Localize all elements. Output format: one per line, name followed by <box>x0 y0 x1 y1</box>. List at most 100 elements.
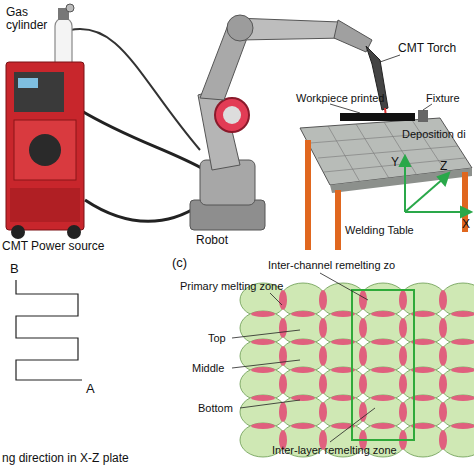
inter-channel-zone <box>319 346 327 366</box>
point-label: B <box>10 262 19 275</box>
position-label: Bottom <box>198 402 233 415</box>
inter-channel-zone <box>319 374 327 394</box>
unit-body <box>10 188 80 222</box>
inter-layer-zone <box>371 339 395 345</box>
bead <box>280 395 326 429</box>
part-label: CMT Torch <box>398 42 456 55</box>
wheel <box>11 225 25 239</box>
table-edge <box>330 168 472 193</box>
bead <box>320 339 366 373</box>
inter-channel-zone <box>399 346 407 366</box>
leader-line <box>423 104 432 110</box>
zone-label: Inter-channel remelting zo <box>268 259 395 272</box>
part-label: Welding Table <box>345 224 414 237</box>
bead <box>320 395 366 429</box>
bead <box>280 311 326 345</box>
bead <box>400 339 446 373</box>
inter-layer-zone <box>371 423 395 429</box>
inter-channel-zone <box>399 290 407 310</box>
robot-elbow <box>227 15 253 41</box>
workpiece <box>340 113 415 121</box>
bead <box>360 339 406 373</box>
cmt-power-source <box>6 62 84 230</box>
inter-layer-zone <box>251 395 275 401</box>
inter-channel-zone <box>319 318 327 338</box>
inter-channel-zone <box>279 402 287 422</box>
bead <box>360 367 406 401</box>
bead-grid <box>240 283 474 457</box>
bead <box>440 339 474 373</box>
inter-layer-zone <box>291 423 315 429</box>
bead <box>440 283 474 317</box>
robot-joint-ring <box>215 98 249 132</box>
bead <box>320 283 366 317</box>
inter-layer-zone <box>451 367 474 373</box>
control-panel <box>14 72 64 112</box>
inter-layer-zone <box>451 395 474 401</box>
inter-layer-zone <box>291 311 315 317</box>
leader-lines <box>232 273 375 442</box>
inter-layer-zone <box>251 423 275 429</box>
sample-region <box>352 290 414 440</box>
inter-channel-zone <box>359 346 367 366</box>
panel-caption: ng direction in X-Z plate <box>2 452 129 465</box>
bead <box>240 395 286 429</box>
inter-channel-zone <box>359 374 367 394</box>
axis-caption: Deposition di <box>402 128 466 141</box>
bead <box>240 367 286 401</box>
display <box>18 78 38 88</box>
bead <box>280 367 326 401</box>
bead <box>440 367 474 401</box>
panel-letter: (c) <box>172 256 187 269</box>
inter-layer-zone <box>451 311 474 317</box>
power-cable <box>85 200 200 221</box>
leader-line <box>330 104 360 113</box>
welding-table-top <box>300 118 472 185</box>
bead <box>400 283 446 317</box>
inter-channel-zone <box>279 374 287 394</box>
inter-channel-zone <box>399 402 407 422</box>
inter-layer-zone <box>291 339 315 345</box>
axis-label: Z <box>440 160 447 173</box>
bead <box>440 311 474 345</box>
inter-layer-zone <box>371 367 395 373</box>
device-label: Gas cylinder <box>6 6 54 32</box>
position-label: Middle <box>192 362 224 375</box>
inter-channel-zone <box>439 318 447 338</box>
bead <box>280 283 326 317</box>
inter-layer-zone <box>251 367 275 373</box>
bead <box>320 311 366 345</box>
bead <box>440 423 474 457</box>
inter-layer-zone <box>451 423 474 429</box>
gas-hose <box>70 29 200 150</box>
wire-spool <box>29 134 61 166</box>
bead <box>240 311 286 345</box>
robot-joint <box>223 106 241 124</box>
axis-label: X <box>462 218 470 231</box>
coordinate-axes <box>400 156 471 217</box>
part-label: Workpiece printed <box>296 92 384 105</box>
bead <box>320 367 366 401</box>
inter-layer-zone <box>371 311 395 317</box>
inter-channel-zone <box>279 346 287 366</box>
axis-label: Y <box>391 156 399 169</box>
inter-channel-zone <box>439 290 447 310</box>
inter-layer-zone <box>251 311 275 317</box>
scan-path <box>16 280 82 380</box>
inter-channel-zone <box>279 290 287 310</box>
bead <box>360 311 406 345</box>
inter-layer-zone <box>451 339 474 345</box>
position-label: Top <box>208 332 226 345</box>
inter-channel-zone <box>439 430 447 450</box>
bead <box>280 339 326 373</box>
bead <box>400 367 446 401</box>
inter-channel-zone <box>359 290 367 310</box>
inter-layer-zone <box>291 395 315 401</box>
inter-layer-zone <box>371 395 395 401</box>
inter-channel-zone <box>399 318 407 338</box>
bead <box>440 395 474 429</box>
inter-channel-zone <box>439 374 447 394</box>
gauge <box>66 4 74 12</box>
part-label: Fixture <box>426 92 460 105</box>
